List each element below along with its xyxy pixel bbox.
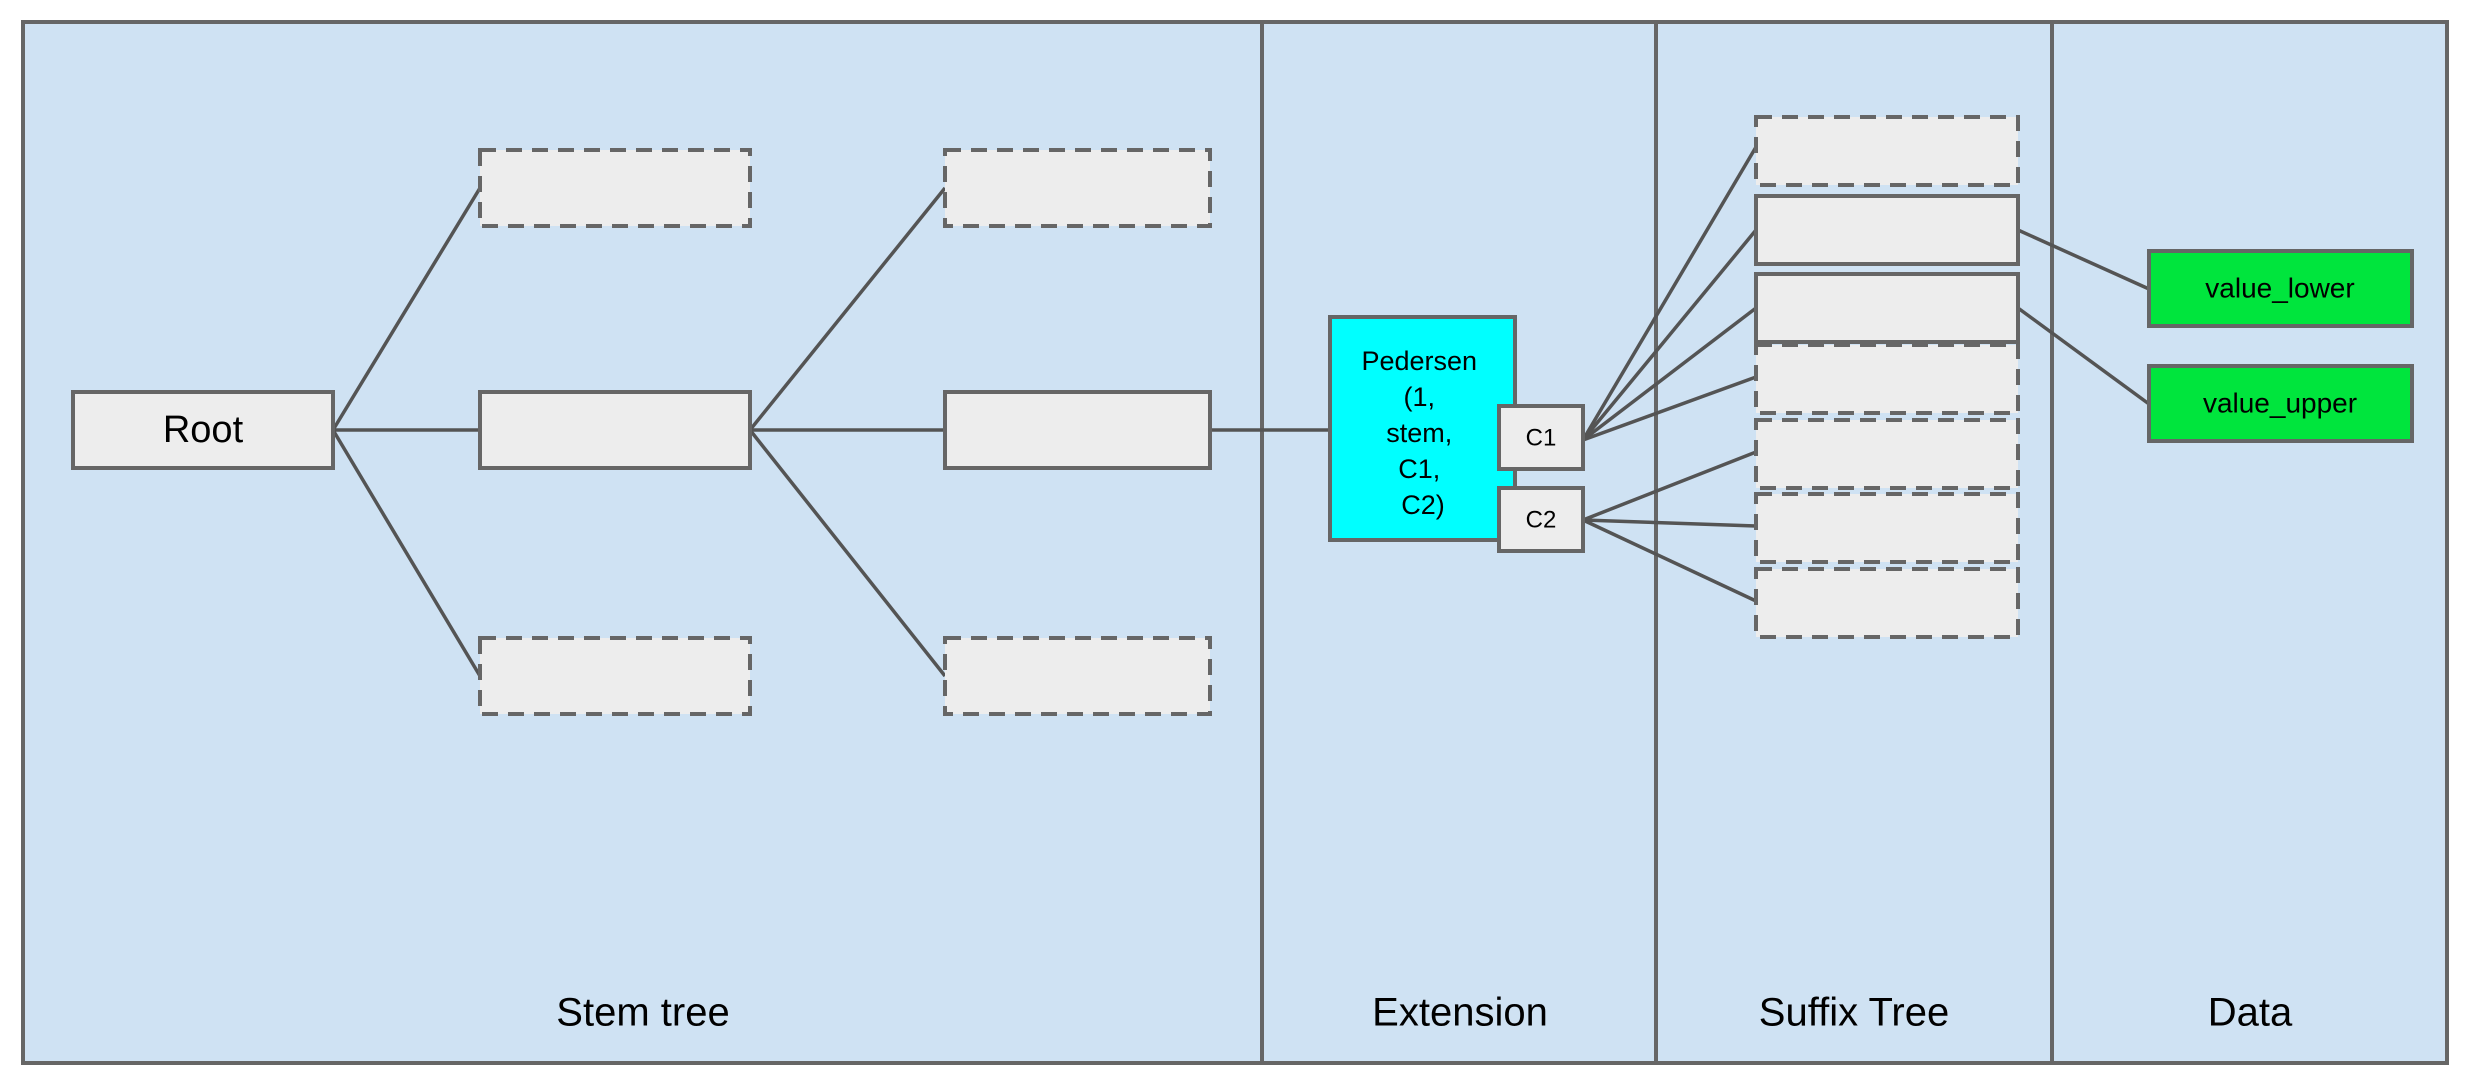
edge-c1-to-suffix-4: [1582, 375, 1757, 442]
edge-stem-branch-to-leaf-top: [748, 186, 947, 432]
node-stem-branch-bottom[interactable]: [478, 636, 752, 716]
node-root-box[interactable]: [71, 390, 335, 470]
node-suffix-5[interactable]: [1754, 418, 2020, 490]
node-value-lower[interactable]: value_lower: [2147, 249, 2414, 328]
lane-labels: Stem tree Extension Suffix Tree Data: [556, 991, 2293, 1035]
edge-root-to-stem-branch-top: [331, 187, 482, 431]
data-nodes: value_lower value_upper: [2147, 249, 2414, 443]
node-value-lower-label: value_lower: [2205, 272, 2354, 303]
node-pedersen-box[interactable]: [1328, 315, 1517, 542]
node-stem-leaf-bottom[interactable]: [943, 636, 1212, 716]
node-stem-leaf-mid[interactable]: [943, 390, 1212, 470]
node-pedersen-line-1: (1,: [1403, 382, 1435, 412]
node-pedersen-line-2: stem,: [1386, 418, 1452, 448]
node-pedersen-line-3: C1,: [1398, 454, 1440, 484]
node-value-upper-box[interactable]: [2147, 364, 2414, 443]
edge-c1-to-suffix-2: [1581, 228, 1758, 442]
node-suffix-2[interactable]: [1754, 194, 2020, 266]
node-suffix-6[interactable]: [1754, 492, 2020, 564]
edge-c2-to-suffix-5: [1582, 450, 1757, 522]
extension-nodes: Pedersen (1, stem, C1, C2) C1 C2: [1328, 315, 1585, 553]
edge-stem-branch-to-leaf-bottom: [748, 428, 947, 678]
node-stem-leaf-top[interactable]: [943, 148, 1212, 228]
edge-suffix-2-to-value-lower: [2017, 228, 2150, 291]
node-pedersen[interactable]: Pedersen (1, stem, C1, C2): [1328, 315, 1517, 542]
node-root[interactable]: Root: [71, 390, 335, 470]
lane-label-stem-tree: Stem tree: [556, 991, 729, 1035]
node-pedersen-line-0: Pedersen: [1361, 346, 1477, 376]
edge-layer: [331, 146, 2151, 678]
edge-root-to-stem-branch-bottom: [331, 429, 482, 677]
node-stem-branch-top[interactable]: [478, 148, 752, 228]
node-c1[interactable]: C1: [1497, 404, 1585, 471]
node-c2[interactable]: C2: [1497, 486, 1585, 553]
node-stem-branch-mid[interactable]: [478, 390, 752, 470]
node-value-upper[interactable]: value_upper: [2147, 364, 2414, 443]
node-c1-label: C1: [1526, 424, 1557, 451]
node-suffix-7[interactable]: [1754, 567, 2020, 639]
stem-tree-nodes: Root: [71, 148, 1212, 716]
node-pedersen-line-4: C2): [1401, 490, 1445, 520]
node-suffix-1[interactable]: [1754, 115, 2020, 187]
lane-label-extension: Extension: [1372, 991, 1548, 1035]
edge-suffix-3-to-value-upper: [2016, 306, 2151, 406]
node-root-label: Root: [163, 409, 244, 451]
node-suffix-4[interactable]: [1754, 343, 2020, 415]
node-pedersen-label: Pedersen (1, stem, C1, C2): [1361, 346, 1484, 520]
suffix-tree-nodes: [1754, 115, 2020, 639]
edge-c2-to-suffix-6: [1582, 518, 1757, 528]
node-c2-box[interactable]: [1497, 486, 1585, 553]
diagram-frame-background: [21, 20, 2449, 1065]
edge-c1-to-suffix-1: [1581, 146, 1758, 441]
edge-c1-to-suffix-3: [1581, 306, 1758, 442]
node-value-upper-label: value_upper: [2203, 387, 2357, 418]
edge-c2-to-suffix-7: [1582, 518, 1757, 603]
lane-label-data: Data: [2208, 991, 2293, 1035]
node-value-lower-box[interactable]: [2147, 249, 2414, 328]
node-suffix-3[interactable]: [1754, 272, 2020, 344]
lane-label-suffix-tree: Suffix Tree: [1759, 991, 1949, 1035]
node-c1-box[interactable]: [1497, 404, 1585, 471]
node-c2-label: C2: [1526, 506, 1557, 533]
